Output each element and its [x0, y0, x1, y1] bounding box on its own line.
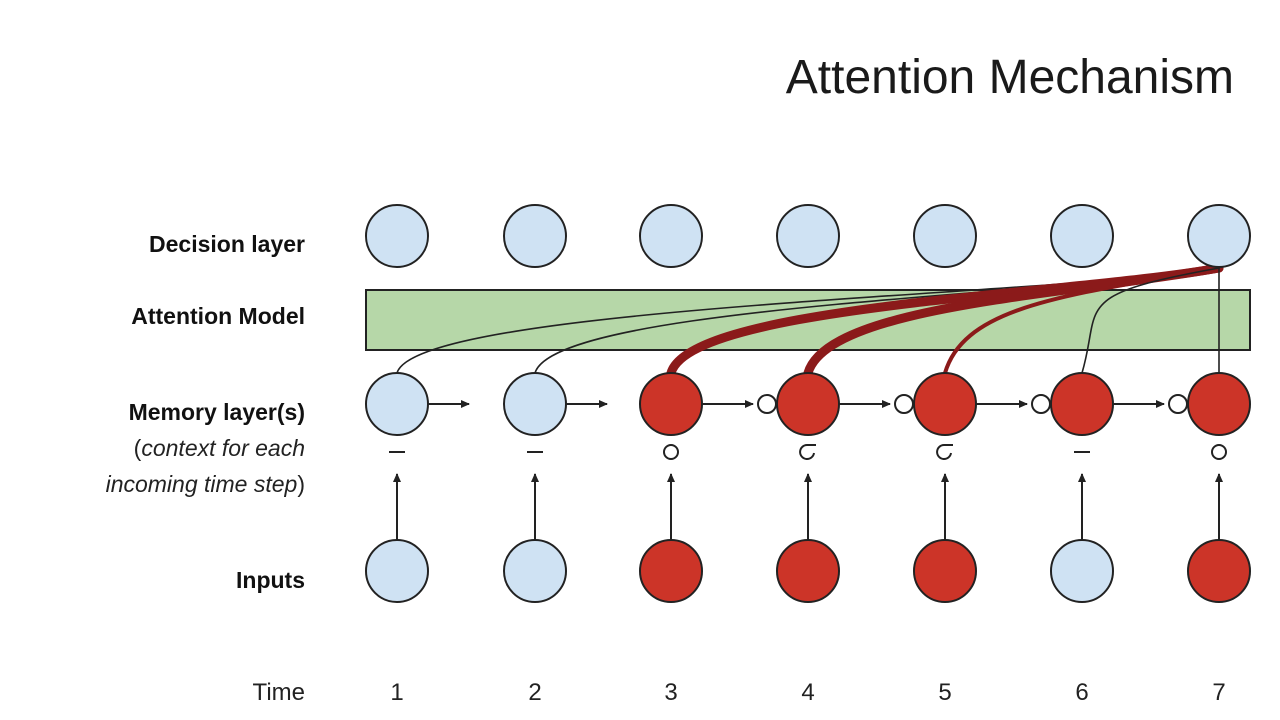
- inputs-label: Inputs: [236, 567, 305, 593]
- decision-node-4: [776, 204, 840, 268]
- memory-node-4: [776, 372, 840, 436]
- input-node-6: [1050, 539, 1114, 603]
- attention-model-label: Attention Model: [131, 303, 305, 329]
- attention-link-5: [943, 266, 1221, 375]
- input-node-2: [503, 539, 567, 603]
- gate-icon-5: [1031, 394, 1051, 414]
- memory-sub-close-paren: ): [297, 471, 305, 497]
- input-node-4: [776, 539, 840, 603]
- time-step-2: 2: [528, 679, 541, 706]
- node-layer: [365, 204, 1251, 603]
- decision-node-7: [1187, 204, 1251, 268]
- diagram-title: Attention Mechanism: [786, 51, 1234, 104]
- memory-layer-sublabel-2: incoming time step): [106, 471, 305, 497]
- attention-link-6: [1081, 267, 1220, 374]
- decision-node-1: [365, 204, 429, 268]
- memory-sub-open-paren: (: [134, 435, 142, 461]
- decision-node-6: [1050, 204, 1114, 268]
- memory-sub-text-1: context for each: [141, 435, 305, 461]
- input-node-1: [365, 539, 429, 603]
- time-step-1: 1: [390, 679, 403, 706]
- memory-node-1: [365, 372, 429, 436]
- memory-layer-sublabel-1: (context for each: [134, 435, 305, 461]
- input-node-7: [1187, 539, 1251, 603]
- sigma-icon-5: [936, 444, 953, 460]
- decision-layer-label: Decision layer: [149, 231, 305, 257]
- gate-icon-3: [757, 394, 777, 414]
- sigma-icon-4: [799, 444, 816, 460]
- gate-icon-4: [894, 394, 914, 414]
- memory-layer-label: Memory layer(s): [129, 399, 305, 425]
- connection-layer: [389, 263, 1227, 540]
- memory-node-2: [503, 372, 567, 436]
- memory-node-6: [1050, 372, 1114, 436]
- time-axis-label: Time: [253, 679, 305, 706]
- input-node-3: [639, 539, 703, 603]
- input-node-5: [913, 539, 977, 603]
- circle-gate-icon-7: [1211, 444, 1227, 460]
- memory-node-7: [1187, 372, 1251, 436]
- circle-gate-icon-3: [663, 444, 679, 460]
- decision-node-3: [639, 204, 703, 268]
- time-step-5: 5: [938, 679, 951, 706]
- memory-sub-text-2: incoming time step: [106, 471, 298, 497]
- time-step-7: 7: [1212, 679, 1225, 706]
- time-axis-ticks: 1 2 3 4 5 6 7: [390, 679, 1225, 706]
- memory-node-3: [639, 372, 703, 436]
- time-step-4: 4: [801, 679, 814, 706]
- memory-node-5: [913, 372, 977, 436]
- time-step-6: 6: [1075, 679, 1088, 706]
- decision-node-2: [503, 204, 567, 268]
- time-step-3: 3: [664, 679, 677, 706]
- decision-node-5: [913, 204, 977, 268]
- gate-icon-6: [1168, 394, 1188, 414]
